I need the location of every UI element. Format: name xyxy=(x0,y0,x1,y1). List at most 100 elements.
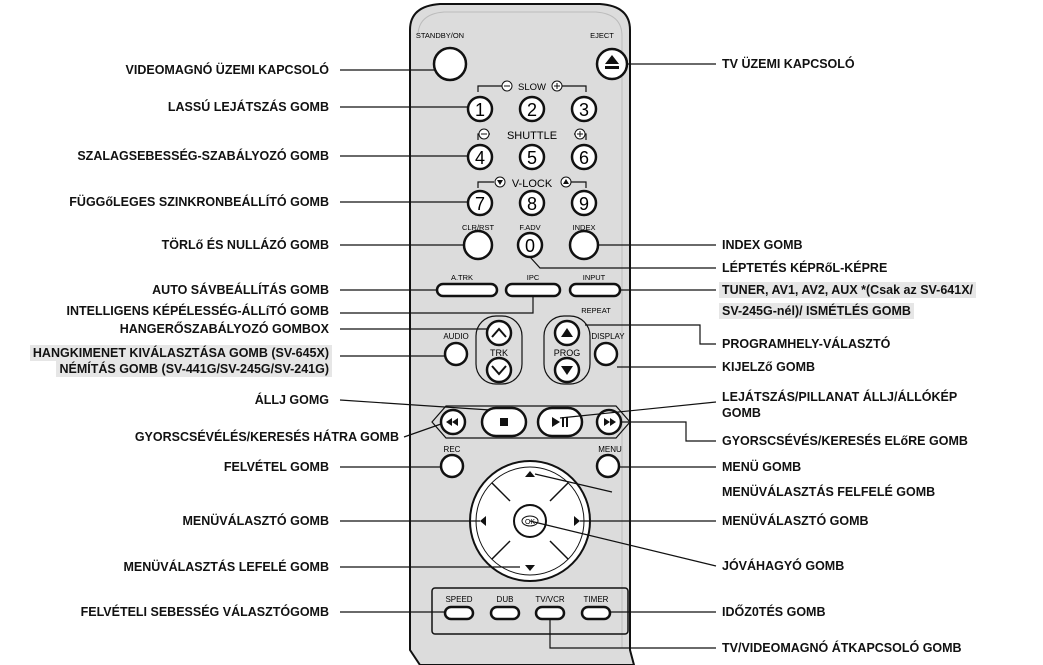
rec-label: REC xyxy=(444,445,461,454)
digit-button-0[interactable]: 0 xyxy=(516,231,544,259)
label-menu-select-right: MENÜVÁLASZTÓ GOMB xyxy=(722,514,869,528)
svg-text:2: 2 xyxy=(527,100,537,120)
f-adv-label: F.ADV xyxy=(519,223,540,232)
svg-text:4: 4 xyxy=(475,148,485,168)
eject-label: EJECT xyxy=(590,31,614,40)
vlock-label: V-LOCK xyxy=(512,178,553,190)
index-button[interactable] xyxy=(568,229,600,261)
label-program: PROGRAMHELY-VÁLASZTÓ xyxy=(722,337,891,351)
dub-button[interactable] xyxy=(489,605,521,621)
prog-label: PROG xyxy=(554,348,581,358)
display-button[interactable] xyxy=(593,341,619,367)
digit-button-5[interactable]: 5 xyxy=(518,143,546,171)
speed-button[interactable] xyxy=(443,605,475,621)
digit-button-6[interactable]: 6 xyxy=(570,143,598,171)
label-auto-tracking: AUTO SÁVBEÁLLÍTÁS GOMB xyxy=(152,283,329,297)
audio-button[interactable] xyxy=(443,341,469,367)
svg-text:7: 7 xyxy=(475,194,485,214)
menu-button[interactable] xyxy=(595,453,621,479)
label-ok: JÓVÁHAGYÓ GOMB xyxy=(722,559,845,573)
label-audio-select: HANGKIMENET KIVÁLASZTÁSA GOMB (SV-645X) xyxy=(29,345,332,361)
ipc-label: IPC xyxy=(527,273,540,282)
display-label: DISPLAY xyxy=(591,332,625,341)
label-menu: MENÜ GOMB xyxy=(722,460,802,474)
label-ipc: INTELLIGENS KÉPÉLESSÉG-ÁLLíTÓ GOMB xyxy=(66,304,329,318)
left-leader-lines xyxy=(339,69,534,613)
label-menu-down: MENÜVÁLASZTÁS LEFELÉ GOMB xyxy=(123,560,329,574)
program-up-icon xyxy=(561,328,573,337)
dub-label: DUB xyxy=(497,595,514,604)
label-display: KIJELZő GOMB xyxy=(722,360,816,374)
ok-label: OK xyxy=(525,519,535,526)
repeat-label: REPEAT xyxy=(581,306,611,315)
digit-button-1[interactable]: 1 xyxy=(466,95,494,123)
eject-icon xyxy=(605,55,619,69)
digit-button-2[interactable]: 2 xyxy=(518,95,546,123)
standby-button[interactable] xyxy=(432,46,468,82)
a-trk-button[interactable] xyxy=(435,282,499,298)
svg-text:0: 0 xyxy=(525,236,535,256)
play-pause-icon xyxy=(552,417,568,427)
timer-button[interactable] xyxy=(580,605,612,621)
label-play-pause-line2: GOMB xyxy=(722,406,761,420)
label-input-line1: TUNER, AV1, AV2, AUX *(Csak az SV-641X/ xyxy=(719,282,977,298)
label-frame-advance: LÉPTETÉS KÉPRőL-KÉPRE xyxy=(722,261,888,275)
label-tv-power: TV ÜZEMI KAPCSOLÓ xyxy=(722,57,855,71)
nav-down-icon xyxy=(525,565,535,571)
digit-button-7[interactable]: 7 xyxy=(466,189,494,217)
clr-rst-button[interactable] xyxy=(462,229,494,261)
label-mute: NÉMÍTÁS GOMB (SV-441G/SV-245G/SV-241G) xyxy=(56,361,332,377)
input-button[interactable] xyxy=(568,282,622,298)
label-menu-up: MENÜVÁLASZTÁS FELFELÉ GOMB xyxy=(722,485,936,499)
rec-button[interactable] xyxy=(439,453,465,479)
label-shuttle: SZALAGSEBESSÉG-SZABÁLYOZÓ GOMB xyxy=(77,149,329,163)
timer-label: TIMER xyxy=(584,595,609,604)
label-menu-select-left: MENÜVÁLASZTÓ GOMB xyxy=(182,514,329,528)
audio-label: AUDIO xyxy=(443,332,468,341)
volume-up-icon xyxy=(491,327,507,338)
label-tv-vcr: TV/VIDEOMAGNÓ ÁTKAPCSOLÓ GOMB xyxy=(722,641,962,655)
label-slow-play: LASSÚ LEJÁTSZÁS GOMB xyxy=(167,100,329,114)
nav-right-icon xyxy=(574,516,580,526)
a-trk-label: A.TRK xyxy=(451,273,473,282)
trk-label: TRK xyxy=(490,348,508,358)
digit-button-9[interactable]: 9 xyxy=(570,189,598,217)
tvvcr-label: TV/VCR xyxy=(535,595,565,604)
stop-icon xyxy=(500,418,508,426)
speed-label: SPEED xyxy=(445,595,472,604)
svg-text:3: 3 xyxy=(579,100,589,120)
label-record-speed: FELVÉTELI SEBESSÉG VÁLASZTÓGOMB xyxy=(80,605,329,619)
digit-button-8[interactable]: 8 xyxy=(518,189,546,217)
svg-text:1: 1 xyxy=(475,100,485,120)
nav-up-icon xyxy=(525,471,535,477)
label-index: INDEX GOMB xyxy=(722,238,803,252)
volume-up-button[interactable] xyxy=(485,319,513,347)
svg-text:5: 5 xyxy=(527,148,537,168)
digit-button-4[interactable]: 4 xyxy=(466,143,494,171)
right-leader-lines xyxy=(529,63,717,649)
volume-down-button[interactable] xyxy=(485,356,513,384)
nav-left-icon xyxy=(480,516,486,526)
standby-label: STANDBY/ON xyxy=(416,31,464,40)
svg-text:6: 6 xyxy=(579,148,589,168)
label-timer: IDŐZ0TÉS GOMB xyxy=(722,605,826,619)
label-rewind: GYORSCSÉVÉLÉS/KERESÉS HÁTRA GOMB xyxy=(134,430,399,444)
index-label: INDEX xyxy=(573,223,596,232)
shuttle-label: SHUTTLE xyxy=(507,130,557,142)
tvvcr-button[interactable] xyxy=(534,605,566,621)
label-vlock: FÜGGőLEGES SZINKRONBEÁLLÍTÓ GOMB xyxy=(69,195,329,209)
digit-button-3[interactable]: 3 xyxy=(570,95,598,123)
volume-down-icon xyxy=(491,365,507,376)
label-record: FELVÉTEL GOMB xyxy=(223,460,329,474)
label-fast-forward: GYORSCSÉVÉS/KERESÉS ELőRE GOMB xyxy=(722,434,968,448)
rewind-icon xyxy=(446,418,458,426)
fast-forward-icon xyxy=(604,418,616,426)
ipc-button[interactable] xyxy=(504,282,562,298)
label-play-pause-line1: LEJÁTSZÁS/PILLANAT ÁLLJ/ÁLLÓKÉP xyxy=(722,390,958,404)
input-label: INPUT xyxy=(583,273,606,282)
label-clear-reset: TÖRLő ÉS NULLÁZÓ GOMB xyxy=(161,238,329,252)
program-down-icon xyxy=(561,366,573,375)
svg-text:9: 9 xyxy=(579,194,589,214)
